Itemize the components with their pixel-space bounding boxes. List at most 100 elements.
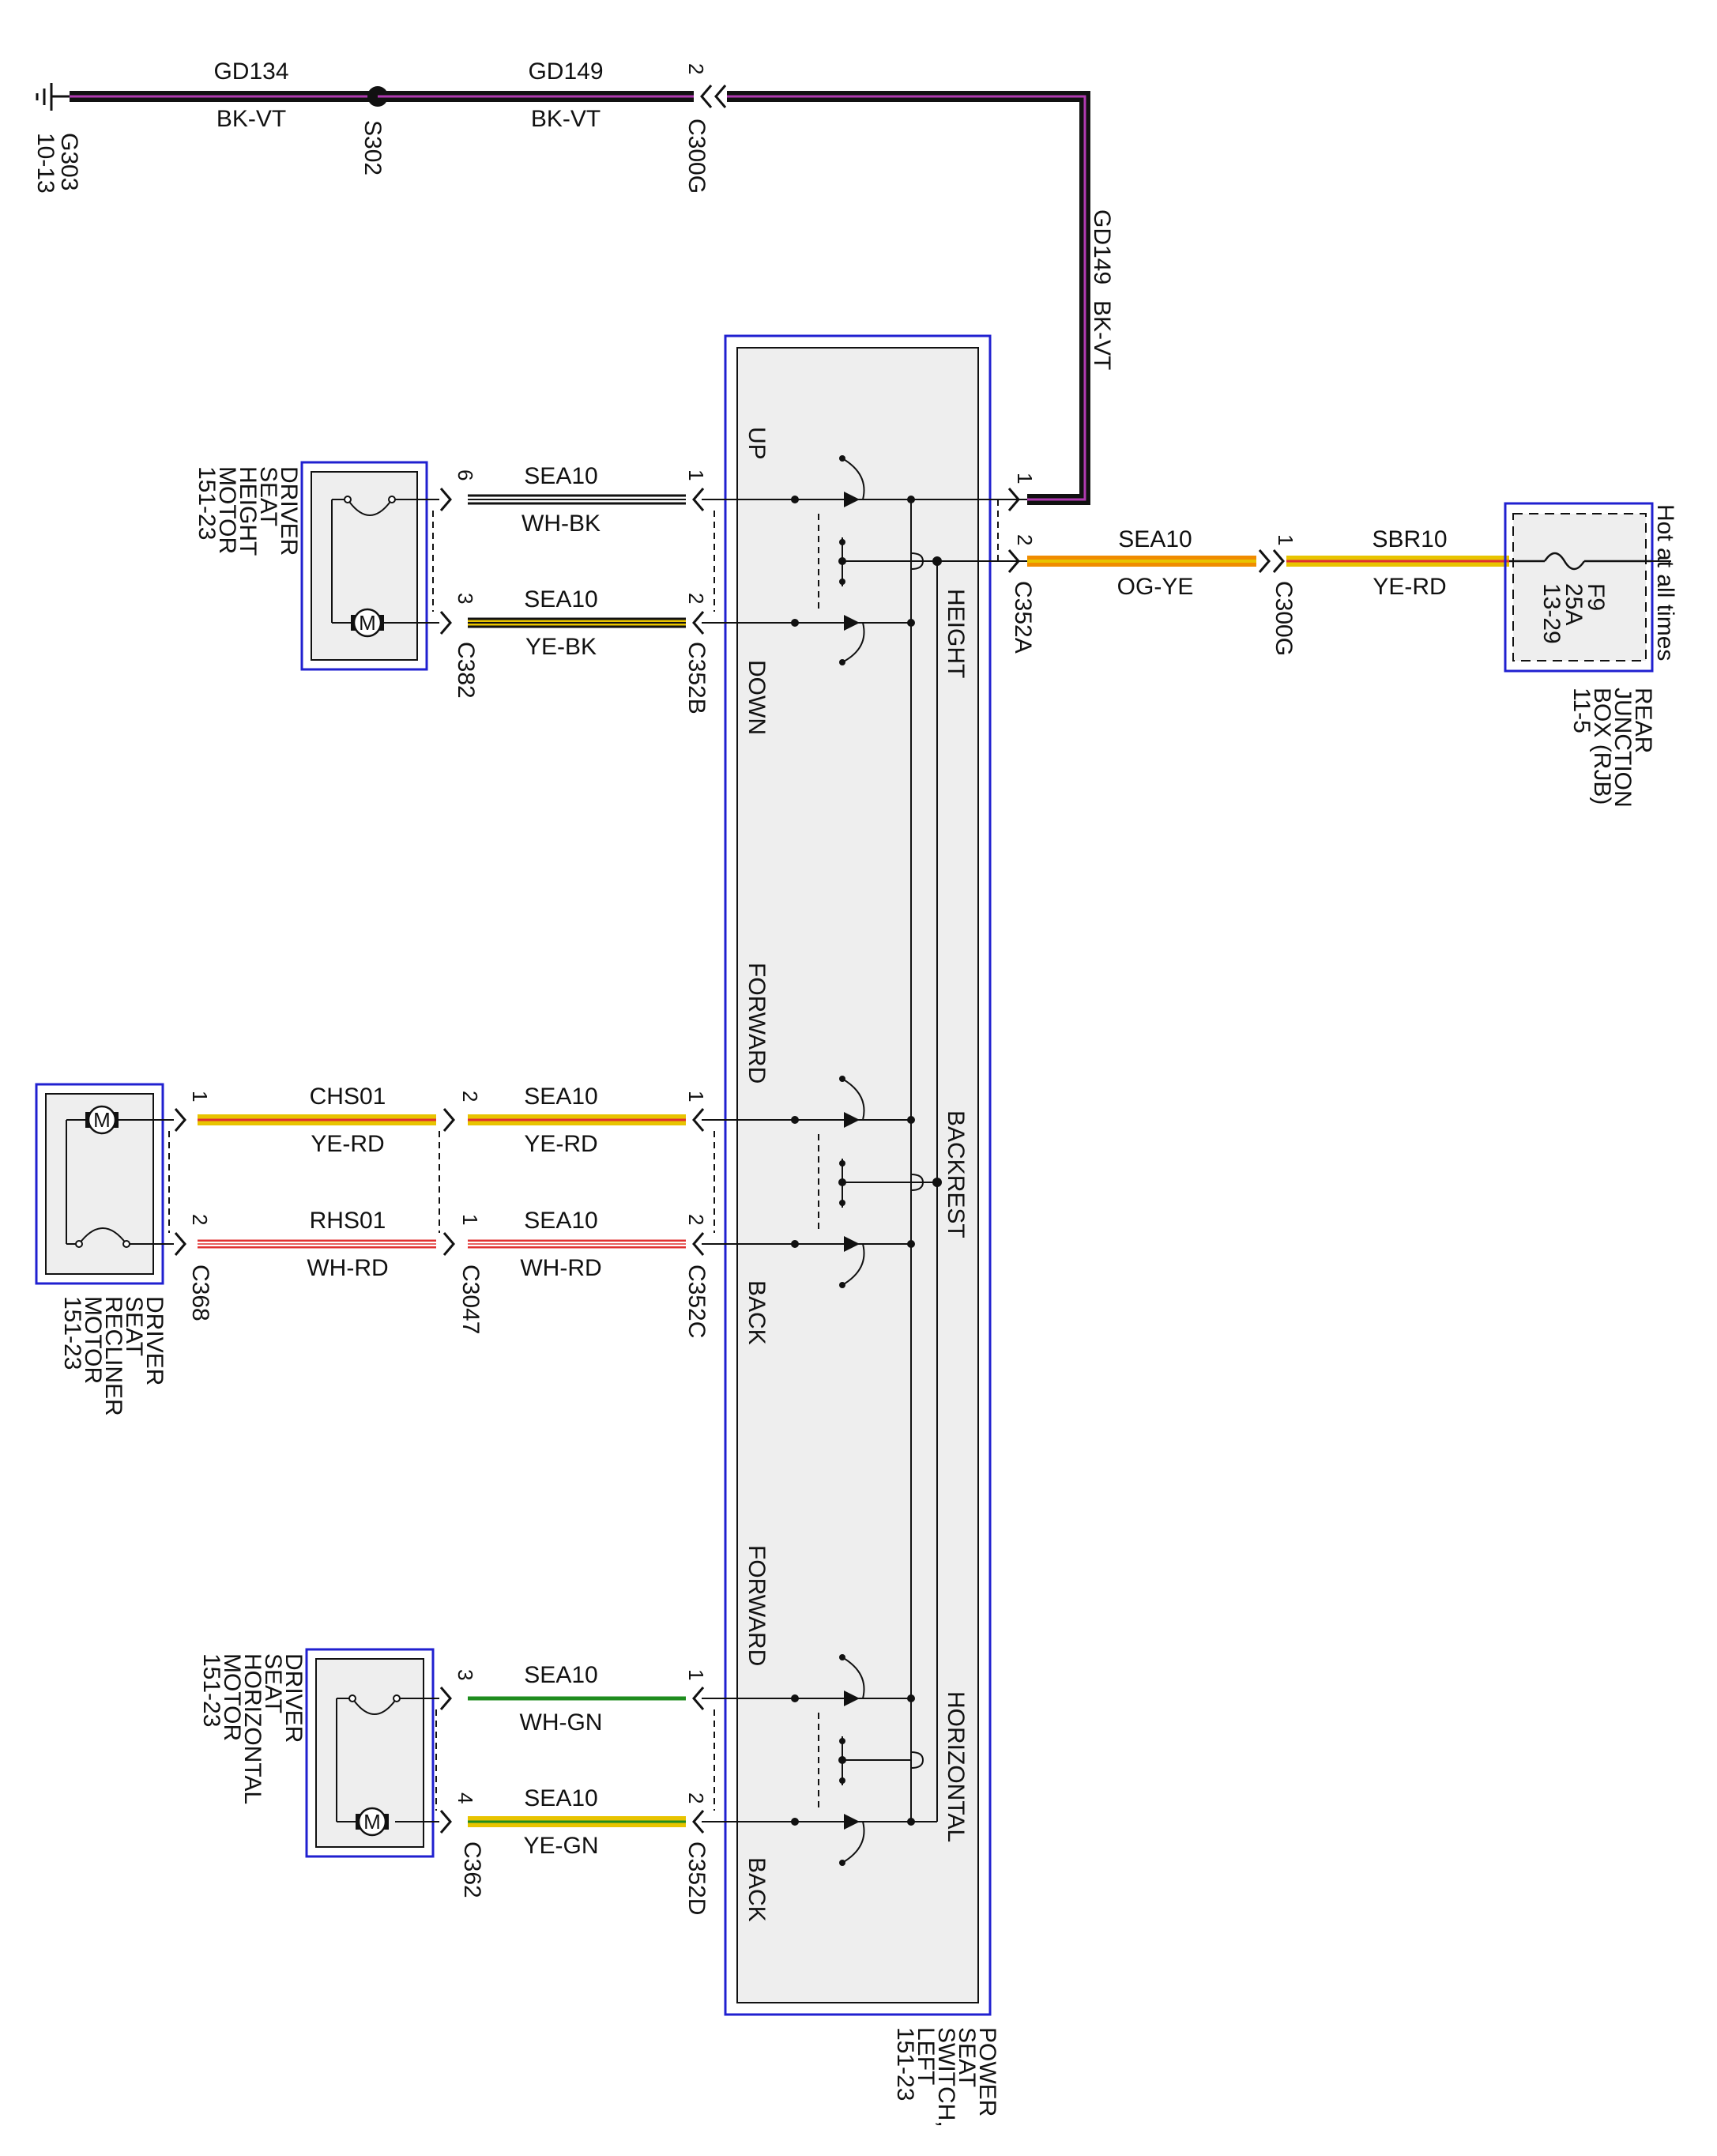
connector-c3047-pin-1: 1 (458, 1214, 482, 1225)
connector-c382-pin-3: 3 (454, 593, 477, 604)
wire-backrest-right-1-color: YE-RD (524, 1131, 597, 1157)
height-motor-name-5: 151-23 (194, 466, 220, 540)
height-switch-contacts (702, 458, 1027, 663)
horizontal-motor-name-5: 151-23 (198, 1653, 224, 1727)
wire-chs01-circuit: CHS01 (310, 1084, 386, 1110)
power-seat-switch-outer (724, 334, 992, 2016)
horizontal-switch-nodes (791, 1654, 915, 1866)
switch-rails (910, 499, 938, 1822)
horizontal-motor-outer (305, 1648, 435, 1858)
backrest-switch-contacts (702, 1078, 937, 1286)
ground-page: 10-13 (32, 133, 58, 194)
recliner-motor-name-2: SEAT (121, 1296, 147, 1356)
connector-c352c-symbol (692, 1108, 715, 1256)
switch-name-4: LEFT (913, 2027, 939, 2085)
wire-gd149-run (727, 91, 1090, 505)
connector-c300g-right-label: C300G (1271, 581, 1297, 656)
recliner-motor-name-1: DRIVER (141, 1296, 168, 1385)
connector-c352c-label: C352C (683, 1265, 710, 1338)
connector-c352a-pin-1: 1 (1013, 473, 1037, 484)
motor-icon: M (85, 1105, 119, 1135)
connector-c352d-symbol (692, 1687, 715, 1834)
rjb-name-4: 11-5 (1568, 688, 1595, 733)
wire-backrest-right-2-color: WH-RD (520, 1255, 601, 1281)
vertical-wire-circuit: GD149 (1089, 209, 1115, 285)
horizontal-motor-symbol: M (363, 1810, 381, 1834)
connector-c352b-pin-1: 1 (684, 469, 708, 481)
wire-rhs01-circuit: RHS01 (310, 1208, 386, 1234)
backrest-section-title: BACKREST (943, 1110, 969, 1238)
connector-c300g-right-symbol (1258, 549, 1285, 573)
connector-c352b-pin-2: 2 (684, 593, 708, 604)
connector-c3047-pin-2: 2 (458, 1091, 482, 1102)
switch-name-3: SWITCH, (933, 2027, 959, 2128)
connector-c368-symbol (168, 1108, 186, 1256)
height-switch-nodes (791, 455, 942, 665)
rjb-name-2: JUNCTION (1610, 688, 1636, 808)
height-motor-circuit (331, 499, 439, 624)
connector-c352a-symbol (1007, 488, 1020, 573)
connector-c352d-pin-2: 2 (684, 1792, 708, 1804)
horizontal-section-title: HORIZONTAL (943, 1691, 969, 1842)
connector-c368-label: C368 (187, 1265, 213, 1321)
connector-c352b-symbol (692, 488, 715, 635)
connector-c300g-top-symbol (700, 85, 727, 108)
horizontal-motor-circuit (336, 1698, 439, 1822)
height-motor-outer (300, 461, 428, 671)
switch-name-1: POWER (974, 2027, 1000, 2116)
horizontal-motor-name-4: MOTOR (219, 1653, 245, 1741)
height-up-label: UP (744, 427, 770, 460)
connector-c352a-label: C352A (1010, 581, 1036, 654)
wire-sea10-og-ye-color: OG-YE (1117, 574, 1194, 600)
recliner-motor-name-3: RECLINER (100, 1296, 126, 1416)
connector-c300g-right-pin: 1 (1274, 534, 1297, 545)
wire-sbr10-circuit: SBR10 (1372, 526, 1447, 552)
height-motor-name-2: SEAT (255, 466, 281, 526)
connector-c362-pin-4: 4 (454, 1792, 477, 1804)
wire-height-ye-bk-color: YE-BK (525, 634, 597, 660)
horizontal-switch-contacts (702, 1657, 937, 1864)
power-seat-switch-body (736, 347, 979, 2003)
connector-c382-symbol (432, 488, 452, 635)
wire-horizontal-ye-gn-circuit: SEA10 (524, 1785, 597, 1811)
connector-c300g-top-pin: 2 (684, 63, 708, 74)
backrest-forward-label: FORWARD (744, 963, 770, 1084)
wire-sbr10-color: YE-RD (1372, 574, 1446, 600)
height-motor-name-1: DRIVER (276, 466, 302, 556)
switch-name-2: SEAT (954, 2027, 980, 2087)
height-motor-symbol: M (359, 611, 376, 635)
height-motor-name-4: MOTOR (214, 466, 240, 554)
connector-c352a-pin-2: 2 (1013, 534, 1037, 545)
backrest-back-label: BACK (744, 1280, 770, 1345)
switch-name-5: 151-23 (892, 2027, 918, 2101)
connector-c3047-symbol (439, 1108, 455, 1256)
fuse-page: 13-29 (1538, 583, 1565, 644)
fuse-f9-icon (1509, 552, 1651, 571)
connector-c382-label: C382 (453, 642, 479, 699)
horizontal-motor-name-3: HORIZONTAL (239, 1653, 265, 1804)
fuse-rating: 25A (1561, 583, 1587, 625)
connector-c352d-label: C352D (683, 1841, 710, 1915)
wire-backrest-right-2-circuit: SEA10 (524, 1208, 597, 1234)
connector-c300g-top-label: C300G (683, 119, 710, 194)
horizontal-back-label: BACK (744, 1857, 770, 1922)
horizontal-forward-label: FORWARD (744, 1545, 770, 1666)
recliner-motor-symbol: M (93, 1108, 111, 1132)
rjb-name-1: REAR (1630, 688, 1656, 753)
height-down-label: DOWN (744, 660, 770, 735)
height-motor-name-3: HEIGHT (235, 466, 261, 556)
recliner-motor-nodes (75, 1240, 130, 1248)
height-motor-nodes (344, 496, 396, 503)
recliner-motor-outer (35, 1083, 164, 1285)
wire-gd149-circuit: GD149 (528, 58, 603, 85)
connector-c352c-pin-1: 1 (684, 1091, 708, 1102)
wire-backrest-right-1-circuit: SEA10 (524, 1084, 597, 1110)
connector-c382-pin-6: 6 (454, 469, 477, 481)
connector-c368-pin-2: 2 (188, 1214, 212, 1225)
rjb-name-3: BOX (RJB) (1589, 688, 1615, 805)
ground-symbol (36, 83, 70, 111)
rjb-outer (1504, 502, 1654, 673)
connector-c352d-pin-1: 1 (684, 1669, 708, 1680)
recliner-motor-name-5: 151-23 (59, 1296, 85, 1370)
wire-height-wh-bk-circuit: SEA10 (524, 463, 597, 489)
